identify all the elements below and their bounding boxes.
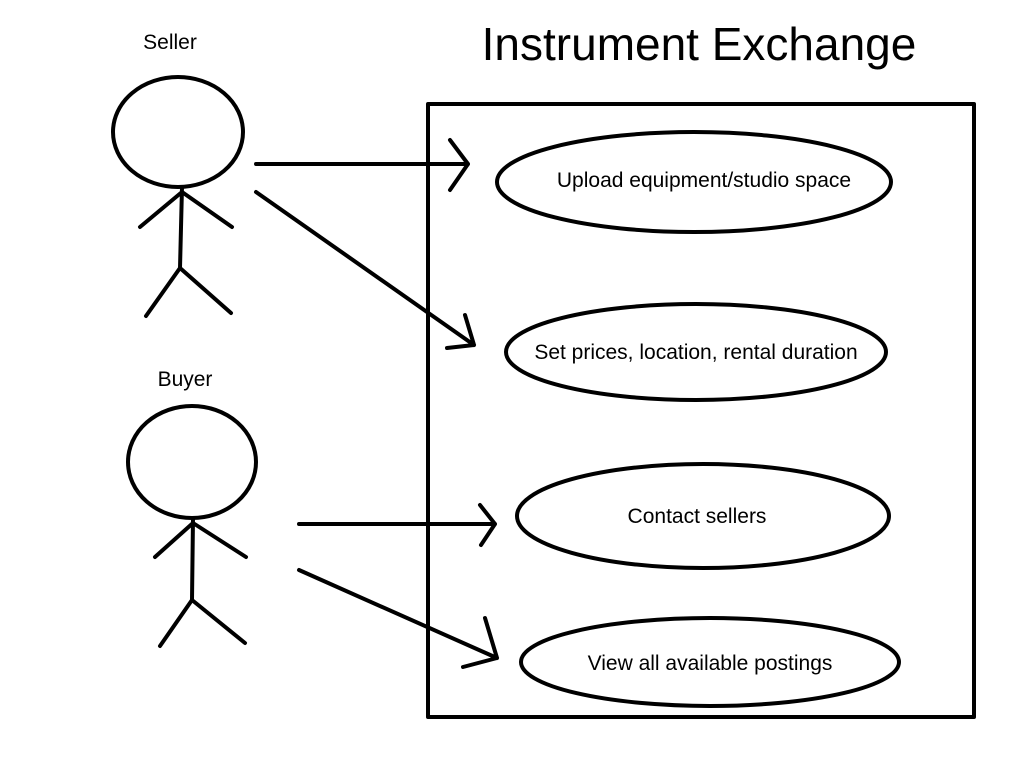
actor-seller-head (111, 75, 245, 189)
arrow-buyer-to-view (297, 568, 499, 669)
arrow-buyer-to-contact (297, 503, 497, 547)
use-case-upload-oval (495, 130, 893, 234)
arrow-seller-to-set-prices (254, 190, 476, 350)
actor-seller-body (138, 185, 234, 318)
use-case-set-prices: Set prices, location, rental duration (504, 302, 888, 402)
use-case-contact-oval (515, 462, 891, 570)
actor-seller-label: Seller (143, 31, 197, 54)
use-case-view: View all available postings (519, 616, 901, 708)
arrow-seller-to-upload (254, 138, 470, 192)
diagram-title: Instrument Exchange (482, 18, 917, 70)
actor-buyer: Buyer (126, 368, 258, 648)
system-boundary (426, 102, 976, 719)
use-case-contact: Contact sellers (515, 462, 891, 570)
use-case-set-prices-label: Set prices, location, rental duration (534, 341, 857, 364)
use-case-contact-label: Contact sellers (628, 505, 767, 528)
use-case-upload-label: Upload equipment/studio space (557, 169, 851, 192)
actor-buyer-head (126, 404, 258, 520)
use-case-view-oval (519, 616, 901, 708)
use-case-view-label: View all available postings (588, 652, 833, 675)
actor-seller: Seller (111, 31, 245, 318)
actor-buyer-body (153, 516, 248, 648)
use-case-upload: Upload equipment/studio space (495, 130, 893, 234)
use-case-set-prices-oval (504, 302, 888, 402)
actor-buyer-label: Buyer (158, 368, 213, 391)
